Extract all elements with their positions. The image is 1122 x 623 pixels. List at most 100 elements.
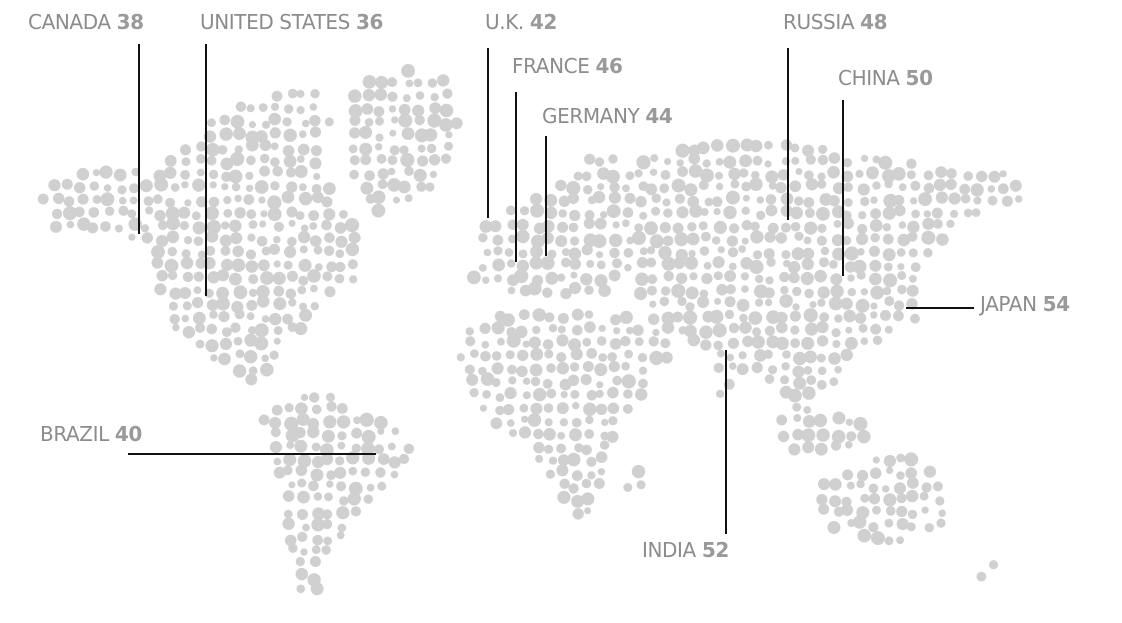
map-dot (309, 556, 321, 567)
map-dot (283, 453, 297, 467)
map-dot (907, 220, 920, 234)
map-dot (167, 270, 178, 281)
map-dot (715, 171, 723, 180)
map-dot (763, 349, 773, 359)
map-dot (269, 127, 281, 139)
map-dot (347, 492, 361, 506)
map-dot (445, 131, 453, 139)
map-dot (296, 584, 306, 594)
map-dot (869, 245, 880, 257)
map-dot (804, 350, 817, 364)
map-dot (288, 481, 296, 489)
map-dot (297, 285, 307, 295)
map-dot (300, 224, 309, 233)
map-dot (803, 406, 812, 414)
map-dot (206, 219, 221, 235)
map-dot (322, 519, 333, 530)
map-dot (626, 326, 634, 335)
map-dot (557, 454, 570, 466)
map-dot (592, 234, 607, 249)
map-dot (530, 402, 543, 415)
map-dot (273, 221, 284, 232)
map-dot (561, 248, 570, 257)
map-dot (207, 271, 220, 284)
map-dot (568, 281, 582, 295)
map-dot (748, 311, 763, 325)
map-dot (254, 180, 269, 194)
map-dot (153, 194, 163, 204)
map-dot (869, 219, 883, 232)
map-dot (205, 339, 219, 353)
map-dot (625, 171, 635, 181)
map-dot (726, 353, 735, 362)
map-dot (164, 258, 179, 273)
map-dot (572, 402, 580, 410)
map-dot (723, 205, 737, 220)
map-dot (644, 221, 658, 236)
map-dot (248, 274, 259, 285)
map-dot (780, 285, 789, 295)
map-dot (556, 464, 569, 477)
map-dot (310, 302, 319, 311)
map-dot (816, 494, 828, 506)
map-dot (749, 177, 763, 191)
map-dot (322, 271, 333, 282)
map-dot (271, 90, 283, 102)
map-dot (632, 324, 644, 336)
map-dot (880, 309, 891, 321)
map-dot (569, 428, 582, 442)
map-dot (610, 314, 622, 326)
map-dot (182, 271, 194, 283)
map-dot (793, 414, 802, 422)
map-dot (503, 404, 515, 416)
map-dot (872, 155, 881, 164)
map-dot (530, 245, 543, 258)
map-dot (568, 247, 582, 261)
map-dot (456, 353, 465, 362)
map-dot (479, 322, 491, 334)
map-dot (166, 230, 180, 244)
map-dot (182, 326, 196, 339)
map-dot (391, 427, 400, 436)
map-dot (168, 301, 178, 311)
map-dot (622, 184, 630, 193)
map-dot (270, 181, 280, 191)
russia-leader-line (787, 48, 789, 220)
map-dot (334, 273, 345, 284)
map-dot (246, 299, 258, 311)
map-dot (235, 349, 245, 359)
map-dot (348, 89, 362, 103)
map-dot (715, 182, 724, 191)
map-dot (674, 232, 689, 247)
map-dot (897, 271, 907, 280)
map-dot (184, 199, 192, 207)
map-dot (156, 234, 169, 248)
map-dot (868, 483, 879, 494)
map-dot (248, 288, 258, 297)
map-dot (208, 169, 219, 180)
map-dot (359, 142, 373, 156)
map-dot (583, 402, 597, 416)
map-dot (661, 311, 675, 325)
map-dot (400, 152, 415, 168)
map-dot (673, 257, 685, 270)
map-dot (609, 338, 622, 350)
map-dot (540, 256, 555, 270)
map-dot (646, 257, 657, 268)
map-dot (581, 492, 595, 506)
map-dot (465, 327, 474, 336)
map-dot (829, 260, 838, 269)
map-dot (517, 349, 529, 362)
map-dot (624, 192, 636, 204)
map-dot (923, 210, 931, 218)
map-dot (725, 284, 736, 295)
map-dot (741, 206, 750, 215)
map-dot (531, 234, 545, 249)
map-dot (832, 205, 845, 219)
map-dot (360, 467, 371, 477)
map-dot (282, 117, 292, 127)
map-dot (688, 249, 696, 258)
map-dot (608, 154, 618, 164)
map-dot (792, 428, 804, 441)
